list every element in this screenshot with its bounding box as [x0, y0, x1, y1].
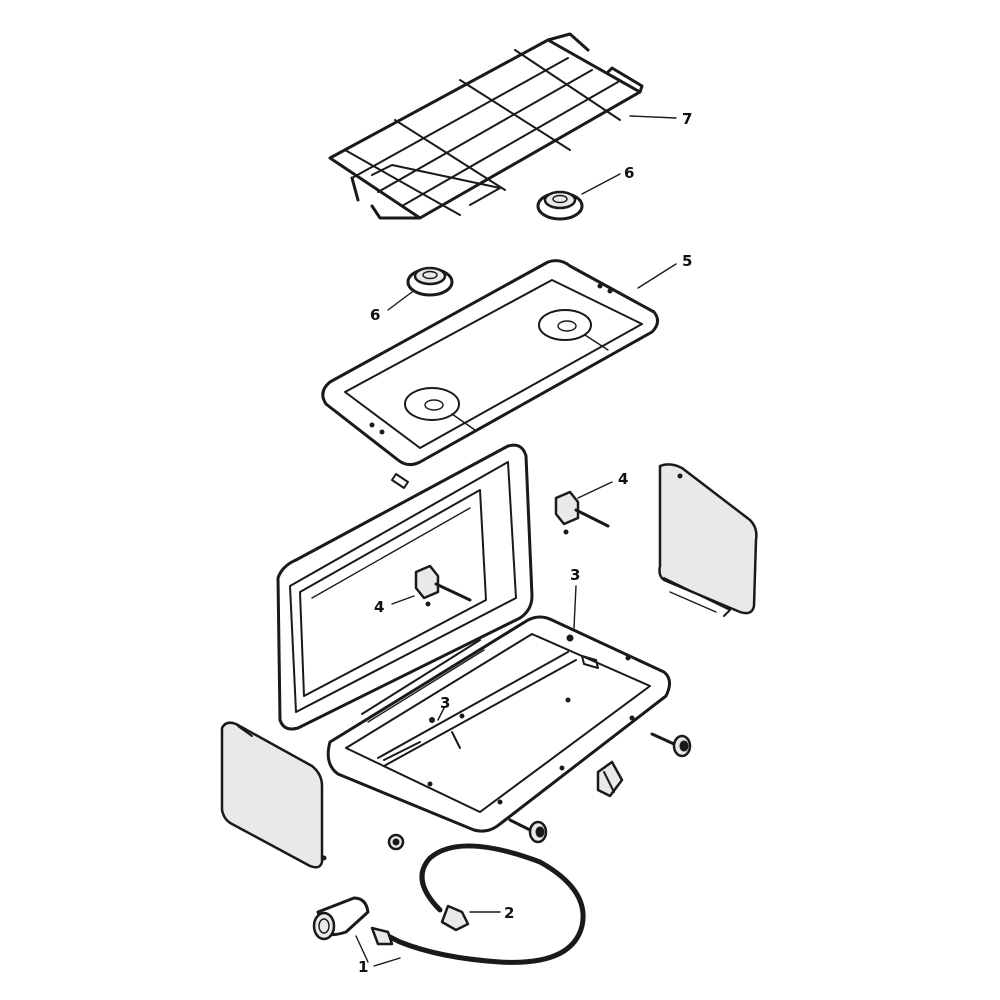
base-box: [326, 615, 671, 833]
regulator-fitting: [312, 896, 370, 941]
valve-right: [554, 490, 610, 535]
leader-lines: [355, 115, 677, 967]
burner-tray: [321, 259, 659, 467]
nut-small: [387, 833, 405, 851]
callout-2: 2: [504, 904, 514, 922]
wire-grate: [328, 32, 644, 220]
callout-6-upper: 6: [624, 164, 634, 182]
callout-3-upper: 3: [570, 566, 580, 584]
burner-cap-lower: [406, 266, 454, 297]
knob-front: [508, 818, 548, 844]
side-panel-right: [658, 463, 758, 617]
callout-4-right: 4: [618, 470, 628, 488]
callout-1: 1: [358, 958, 368, 976]
callout-7: 7: [682, 110, 692, 128]
knob-right: [650, 732, 692, 758]
gas-hose: [370, 843, 586, 965]
burner-cap-upper: [536, 190, 584, 221]
side-panel-left: [220, 721, 327, 869]
bracket: [596, 760, 624, 798]
callout-3-lower: 3: [440, 694, 450, 712]
callout-4-lid: 4: [374, 598, 384, 616]
valve-in-lid: [414, 564, 472, 607]
callout-6-lower: 6: [370, 306, 380, 324]
lid: [276, 443, 534, 731]
clip-small: [391, 473, 409, 489]
callout-5: 5: [682, 252, 692, 270]
